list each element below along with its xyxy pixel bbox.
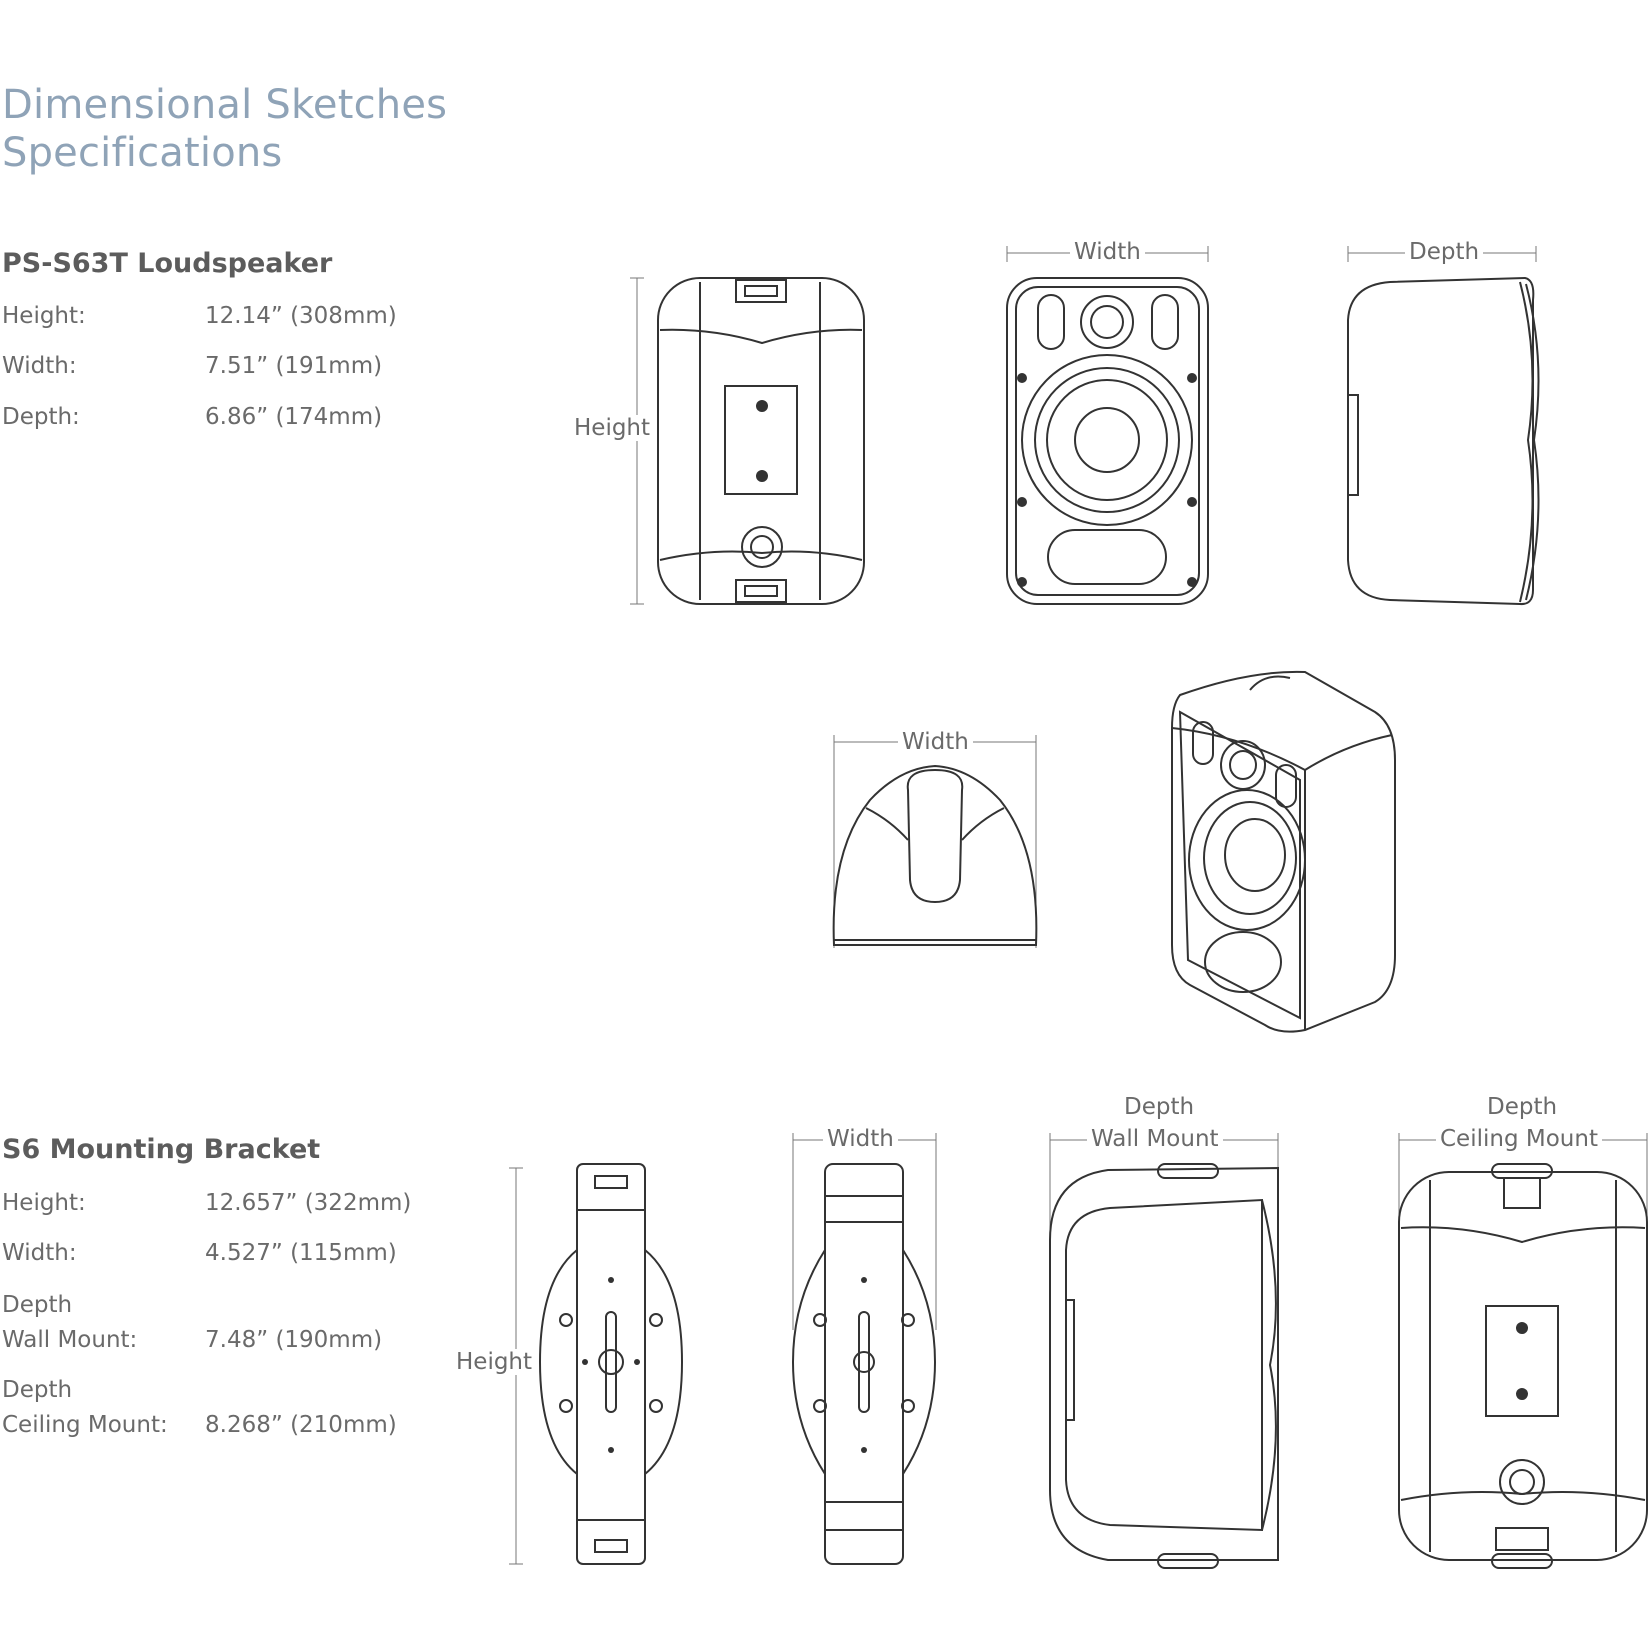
speaker-back-view <box>630 277 865 605</box>
bracket-title: S6 Mounting Bracket <box>2 1134 321 1165</box>
spec-label: Width: <box>2 1240 77 1266</box>
spec-value: 8.268” (210mm) <box>205 1412 397 1438</box>
spec-value: 7.51” (191mm) <box>205 353 383 379</box>
spec-label: Width: <box>2 353 77 379</box>
speaker-top-view <box>832 735 1038 948</box>
loudspeaker-title: PS-S63T Loudspeaker <box>2 248 333 279</box>
spec-label: Depth <box>2 1377 73 1403</box>
dim-label-width: Width <box>823 1126 898 1152</box>
spec-label: Wall Mount: <box>2 1327 138 1353</box>
speaker-perspective-view <box>1171 670 1396 1033</box>
spec-label: Height: <box>2 303 86 329</box>
spec-label: Ceiling Mount: <box>2 1412 168 1438</box>
speaker-front-view <box>1006 246 1209 605</box>
spec-label: Depth: <box>2 404 80 430</box>
spec-value: 4.527” (115mm) <box>205 1240 397 1266</box>
speaker-side-view <box>1347 246 1540 606</box>
spec-label: Depth <box>2 1292 73 1318</box>
dim-label-width: Width <box>1070 239 1145 265</box>
dim-label-height: Height <box>570 415 655 441</box>
bracket-side-view <box>791 1133 937 1565</box>
dim-label-depth: Depth <box>1405 239 1484 265</box>
page-title: Dimensional Sketches <box>2 82 448 128</box>
spec-value: 12.657” (322mm) <box>205 1190 412 1216</box>
dim-label-height: Height <box>452 1349 537 1375</box>
dim-label-ceiling-mount: Ceiling Mount <box>1436 1126 1602 1152</box>
dim-label-depth: Depth <box>1120 1094 1199 1120</box>
spec-value: 6.86” (174mm) <box>205 404 383 430</box>
spec-value: 7.48” (190mm) <box>205 1327 383 1353</box>
wall-mount-depth-view <box>1049 1133 1279 1569</box>
dim-label-wall-mount: Wall Mount <box>1087 1126 1223 1152</box>
spec-value: 12.14” (308mm) <box>205 303 397 329</box>
spec-label: Height: <box>2 1190 86 1216</box>
ceiling-mount-depth-view <box>1398 1133 1648 1569</box>
dim-label-width: Width <box>898 729 973 755</box>
dim-label-depth: Depth <box>1483 1094 1562 1120</box>
page-subtitle: Specifications <box>2 130 283 176</box>
